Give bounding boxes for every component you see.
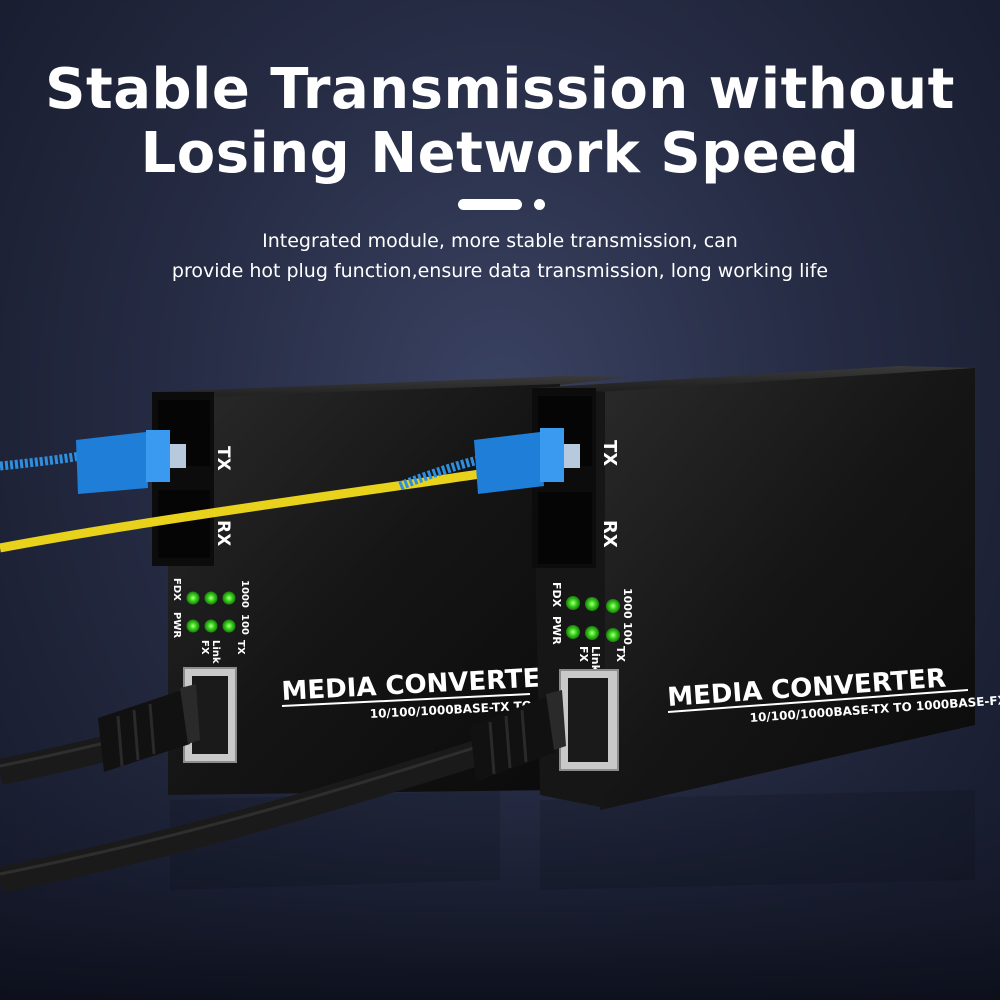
left-label-link-act: Link Act xyxy=(210,640,221,686)
left-tx-label: TX xyxy=(213,446,233,471)
rj45-plug-right-tip xyxy=(546,690,566,750)
left-label-underline xyxy=(281,693,531,707)
sc-connector-right-tip xyxy=(540,428,564,482)
right-label-underline xyxy=(667,689,969,713)
ethernet-cable-right xyxy=(0,739,484,893)
left-led-pwr xyxy=(186,619,200,633)
headline: Stable Transmission without Losing Netwo… xyxy=(0,58,1000,186)
right-led-pwr xyxy=(566,625,580,639)
floor-shadow xyxy=(0,760,1000,1000)
left-led-panel: FDX PWR FX Link Act TX 1000 100 xyxy=(171,578,250,686)
left-label-100: 100 xyxy=(239,614,250,635)
right-led-link-1000 xyxy=(585,597,599,611)
rj45-plug-right xyxy=(470,690,566,782)
media-converter-right: TX RX FDX PWR FX Link Act TX 1000 100 ME… xyxy=(532,366,1000,810)
left-led-fdx xyxy=(186,591,200,605)
right-tx-label: TX xyxy=(599,440,620,466)
divider-dot xyxy=(534,199,545,210)
rj45-plug-right-rib-1 xyxy=(488,721,496,775)
blue-fiber-left xyxy=(0,451,81,471)
rj45-plug-left-rib-1 xyxy=(116,715,124,767)
sc-connector-left-body xyxy=(76,432,148,494)
left-device-top xyxy=(152,376,632,400)
sc-connector-right-body xyxy=(474,432,544,494)
left-label-fx: FX xyxy=(199,640,210,655)
left-led-link-100 xyxy=(204,619,218,633)
sc-connector-right xyxy=(474,428,580,494)
left-led-link-1000 xyxy=(204,591,218,605)
right-led-link-100 xyxy=(585,626,599,640)
right-label-fdx: FDX xyxy=(550,582,563,608)
right-device-face xyxy=(600,368,975,810)
sc-connector-right-ferrule xyxy=(564,444,580,468)
sc-connector-left xyxy=(76,430,186,494)
right-label-100: 100 xyxy=(621,622,634,645)
rj45-plug-right-rib-2 xyxy=(504,715,512,769)
sc-connector-left-ferrule xyxy=(170,444,186,468)
left-rx-label: RX xyxy=(213,520,233,546)
subtitle: Integrated module, more stable transmiss… xyxy=(0,226,1000,286)
rj45-plug-left-rib-3 xyxy=(148,703,156,755)
rj45-plug-right-rib-3 xyxy=(520,709,528,763)
right-label-pwr: PWR xyxy=(550,616,563,645)
left-led-tx-100 xyxy=(222,619,236,633)
right-led-tx-100 xyxy=(606,628,620,642)
right-led-tx-1000 xyxy=(606,599,620,613)
rj45-plug-left xyxy=(98,684,200,772)
left-label-tx: TX xyxy=(235,640,246,655)
right-device-top xyxy=(532,366,975,394)
headline-line-1: Stable Transmission without xyxy=(45,57,955,122)
sc-connector-left-tip xyxy=(146,430,170,482)
ethernet-cable-right-highlight xyxy=(0,744,481,876)
left-label-1000: 1000 xyxy=(239,580,250,608)
divider-dash xyxy=(458,199,522,210)
right-label-fx: FX xyxy=(577,646,590,663)
right-port-rx-socket xyxy=(538,492,592,564)
left-led-tx-1000 xyxy=(222,591,236,605)
rj45-plug-left-tip xyxy=(180,684,200,744)
headline-line-2: Losing Network Speed xyxy=(140,121,860,186)
left-label-pwr: PWR xyxy=(171,612,182,638)
right-led-fdx xyxy=(566,596,580,610)
right-label-1000: 1000 xyxy=(621,588,634,619)
right-rx-label: RX xyxy=(599,520,620,548)
left-device-body xyxy=(168,384,560,795)
subtitle-line-2: provide hot plug function,ensure data tr… xyxy=(171,260,829,282)
subtitle-line-1: Integrated module, more stable transmiss… xyxy=(262,230,738,252)
right-rj45-socket xyxy=(568,678,608,762)
left-label-fdx: FDX xyxy=(171,578,182,601)
rj45-plug-left-rib-2 xyxy=(132,709,140,761)
right-label-tx: TX xyxy=(614,646,627,663)
